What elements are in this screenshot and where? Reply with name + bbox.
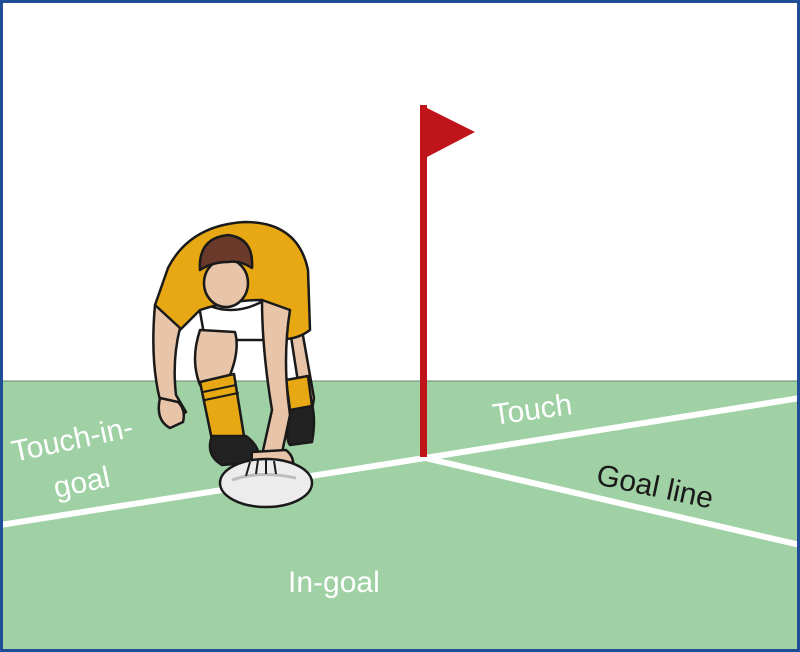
field-lines [0,395,800,548]
ball-body [218,457,314,509]
player-face [202,257,250,309]
player-hair [198,233,254,272]
label-in-goal: In-goal [288,566,380,599]
rugby-player-figure [152,220,316,476]
rugby-ball-icon [218,457,314,509]
ball-fingers [245,459,277,477]
touch-line [422,395,800,461]
flag-pennant [427,108,475,157]
sky-background [0,0,800,381]
player-left-hand [157,396,186,430]
corner-flag-icon [420,105,475,457]
touch-in-goal-line [0,455,428,528]
sock-stripe-2 [204,392,239,401]
flag-pole [420,105,427,457]
sock-stripe-1 [202,384,237,393]
ball-highlight [231,472,297,482]
goal-line [422,455,800,548]
